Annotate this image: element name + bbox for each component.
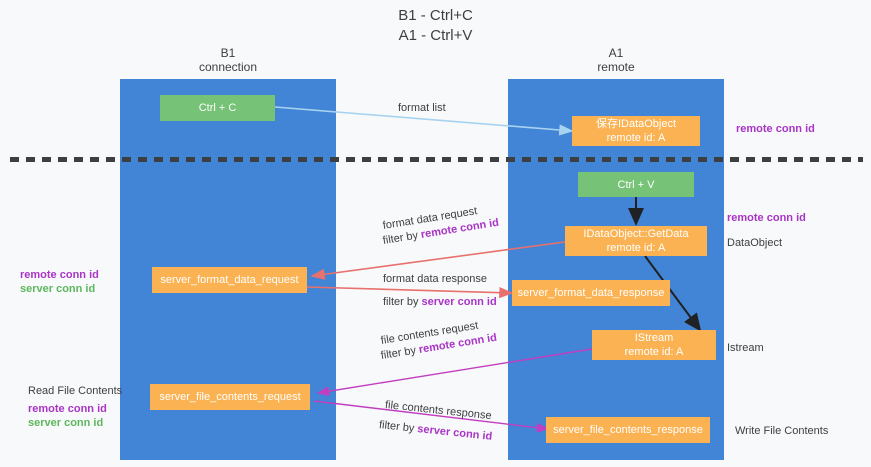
node-ctrl-c-label: Ctrl + C	[198, 102, 237, 114]
annotation-write-file-contents: Write File Contents	[735, 425, 829, 437]
annotation-istream: Istream	[727, 342, 764, 354]
flow-label-format-data-response: format data response filter by server co…	[383, 272, 497, 310]
annotation-left-remote-conn-id-bottom: remote conn id	[28, 403, 107, 415]
annotation-remote-conn-id-mid: remote conn id	[727, 212, 806, 224]
node-server-format-data-request[interactable]: server_format_data_request	[152, 267, 307, 293]
annotation-dataobject: DataObject	[727, 237, 783, 249]
filter-prefix: filter by	[383, 296, 422, 308]
annotation-left-server-conn-id-bottom: server conn id	[28, 417, 104, 429]
column-header-b1-role: connection	[198, 60, 258, 74]
node-istream-line2: remote id: A	[624, 346, 684, 358]
flow-label-format-data-response-title: format data response	[383, 273, 487, 285]
node-save-idataobject-line2: remote id: A	[606, 132, 666, 144]
node-server-file-contents-request[interactable]: server_file_contents_request	[150, 384, 310, 410]
node-server-format-data-request-label: server_format_data_request	[160, 274, 299, 286]
node-ctrl-c[interactable]: Ctrl + C	[160, 95, 275, 121]
flow-label-format-data-response-filter: filter by server conn id	[383, 295, 497, 310]
annotation-remote-conn-id-top: remote conn id	[736, 123, 815, 135]
node-server-file-contents-response-label: server_file_contents_response	[553, 424, 703, 436]
node-save-idataobject-line1: 保存IDataObject	[595, 118, 677, 130]
node-server-format-data-response[interactable]: server_format_data_response	[512, 280, 670, 306]
flow-label-format-data-request: format data request filter by remote con…	[382, 205, 500, 249]
node-ctrl-v-label: Ctrl + V	[617, 178, 655, 191]
node-save-idataobject[interactable]: 保存IDataObject remote id: A	[572, 116, 700, 146]
annotation-left-remote-conn-id-mid: remote conn id	[20, 269, 99, 281]
column-header-a1-name: A1	[608, 46, 624, 60]
node-server-format-data-response-label: server_format_data_response	[517, 287, 665, 299]
annotation-left-server-conn-id-mid: server conn id	[20, 283, 96, 295]
flow-label-file-contents-response: file contents response filter by server …	[378, 398, 492, 443]
node-idataobject-getdata[interactable]: IDataObject::GetData remote id: A	[565, 226, 707, 256]
flow-label-format-list: format list	[398, 102, 446, 114]
phase-separator-dashed-line	[10, 157, 863, 162]
node-ctrl-v[interactable]: Ctrl + V	[578, 172, 694, 197]
title-line-2: A1 - Ctrl+V	[398, 27, 473, 44]
flow-label-file-contents-request: file contents request filter by remote c…	[380, 320, 498, 364]
node-istream[interactable]: IStream remote id: A	[592, 330, 716, 360]
node-idataobject-getdata-line2: remote id: A	[606, 242, 666, 254]
column-header-a1-role: remote	[597, 60, 635, 74]
node-idataobject-getdata-line1: IDataObject::GetData	[583, 228, 689, 240]
node-server-file-contents-request-label: server_file_contents_request	[159, 391, 301, 403]
column-header-b1: B1 connection	[120, 46, 336, 74]
filter-key-server-conn-id: server conn id	[416, 423, 493, 443]
annotation-read-file-contents: Read File Contents	[28, 385, 123, 397]
filter-key-server-conn-id: server conn id	[421, 296, 497, 308]
node-server-file-contents-response[interactable]: server_file_contents_response	[546, 417, 710, 443]
column-header-a1: A1 remote	[508, 46, 724, 74]
filter-prefix: filter by	[378, 419, 418, 435]
column-header-b1-name: B1	[220, 46, 236, 60]
title-line-1: B1 - Ctrl+C	[398, 7, 473, 24]
node-istream-line1: IStream	[634, 332, 674, 344]
page-title: B1 - Ctrl+C A1 - Ctrl+V	[0, 6, 871, 46]
